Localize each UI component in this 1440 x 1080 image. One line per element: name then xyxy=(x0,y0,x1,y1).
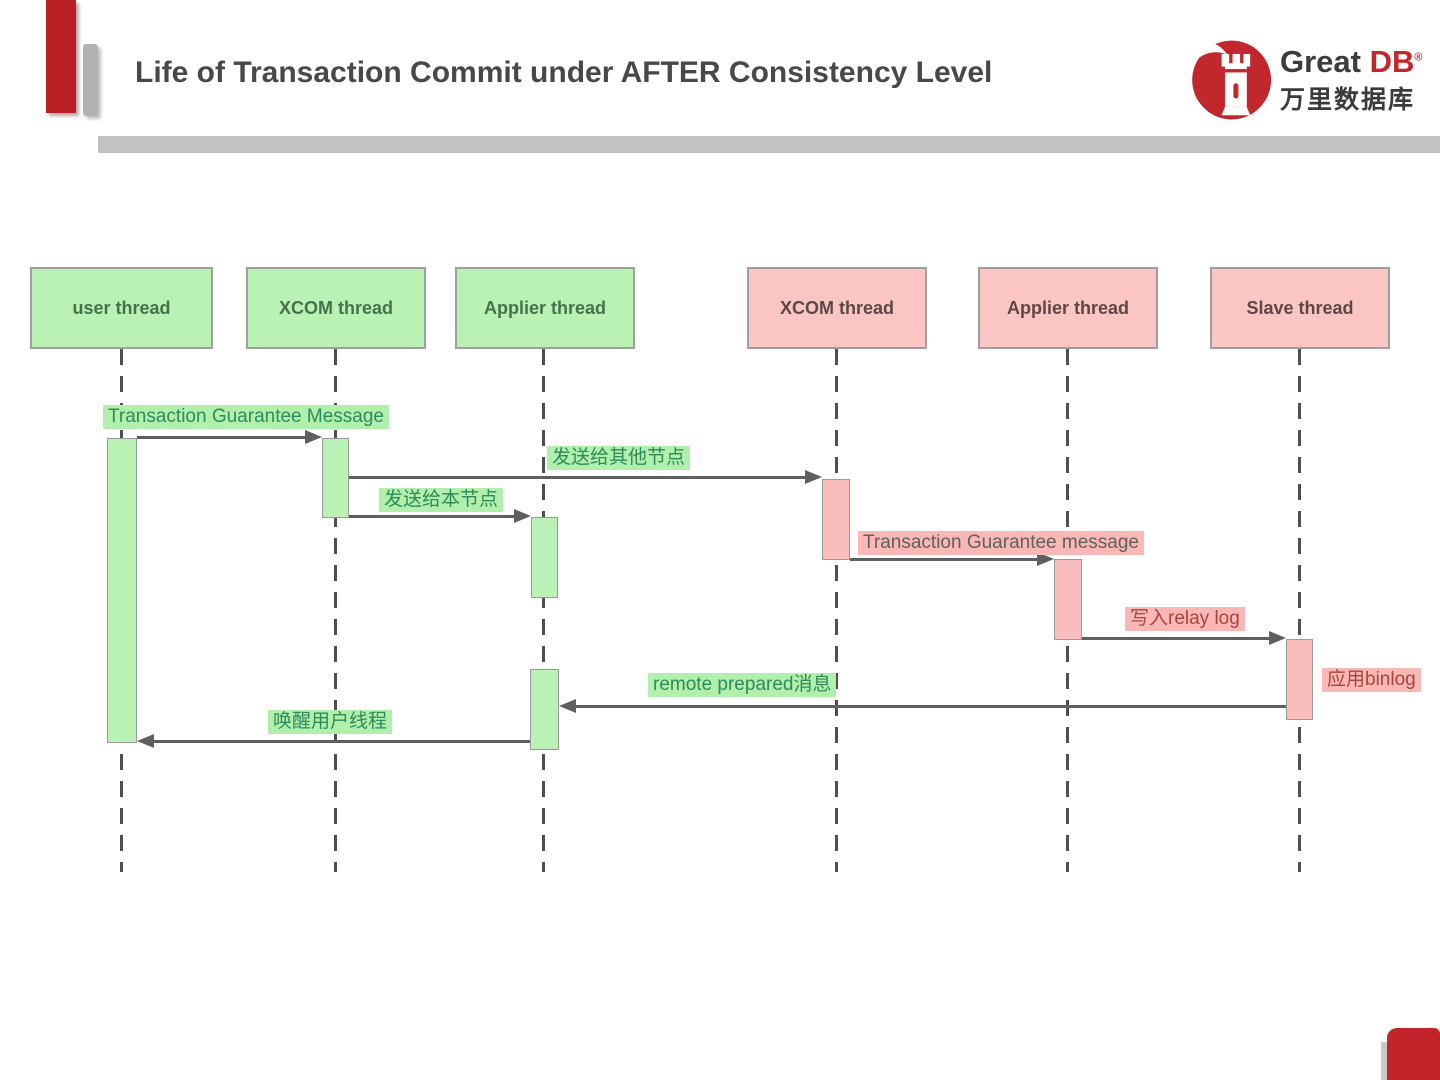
arrow-wake-user-thread xyxy=(153,740,530,743)
arrow-transaction-guarantee-message xyxy=(137,436,307,439)
arrowhead-right-icon xyxy=(805,470,822,484)
participant-slave-thread: Slave thread xyxy=(1210,267,1390,349)
participant-user-thread: user thread xyxy=(30,267,213,349)
arrowhead-right-icon xyxy=(305,430,322,444)
activation-applier-thread-local-2 xyxy=(530,669,559,750)
label-write-relay-log: 写入relay log xyxy=(1125,607,1245,631)
arrow-remote-prepared xyxy=(575,705,1286,708)
activation-xcom-thread-remote xyxy=(822,479,850,560)
participant-applier-thread-local: Applier thread xyxy=(455,267,635,349)
arrow-write-relay-log xyxy=(1082,637,1271,640)
participant-label: Applier thread xyxy=(483,297,607,318)
brand-text-cn: 万里数据库 xyxy=(1280,86,1416,114)
red-corner-tab xyxy=(1387,1028,1440,1080)
label-remote-prepared: remote prepared消息 xyxy=(648,673,837,697)
arrowhead-left-icon xyxy=(137,734,154,748)
header-red-bar xyxy=(46,0,76,113)
participant-label: XCOM thread xyxy=(278,297,393,318)
greatdb-logo-icon xyxy=(1192,40,1272,120)
arrowhead-right-icon xyxy=(1269,631,1286,645)
label-send-to-other-nodes: 发送给其他节点 xyxy=(547,446,691,470)
header-divider xyxy=(98,136,1440,153)
activation-xcom-thread-local xyxy=(322,438,349,518)
lifeline-applier-thread-local xyxy=(542,349,545,872)
greatdb-logo: Great DB® 万里数据库 xyxy=(1188,36,1423,124)
label-wake-user-thread: 唤醒用户线程 xyxy=(268,710,393,734)
corner-tab-shadow xyxy=(1381,1042,1387,1080)
activation-user-thread xyxy=(107,438,137,743)
participant-xcom-thread-remote: XCOM thread xyxy=(747,267,927,349)
participant-xcom-thread-local: XCOM thread xyxy=(246,267,426,349)
page-title: Life of Transaction Commit under AFTER C… xyxy=(135,56,993,89)
participant-label: user thread xyxy=(72,297,171,318)
activation-slave-thread xyxy=(1286,639,1313,720)
arrowhead-left-icon xyxy=(559,699,576,713)
label-transaction-guarantee-message: Transaction Guarantee Message xyxy=(103,405,390,429)
arrow-transaction-guarantee-message-remote xyxy=(850,558,1039,561)
registered-mark: ® xyxy=(1414,51,1423,64)
arrowhead-right-icon xyxy=(1037,552,1054,566)
brand-db: DB xyxy=(1369,44,1415,79)
lifeline-xcom-thread-local xyxy=(334,349,337,872)
participant-label: Applier thread xyxy=(1006,297,1130,318)
participant-label: XCOM thread xyxy=(779,297,894,318)
participant-applier-thread-remote: Applier thread xyxy=(978,267,1158,349)
brand-great: Great xyxy=(1280,44,1361,79)
label-apply-binlog: 应用binlog xyxy=(1322,668,1421,692)
arrowhead-right-icon xyxy=(514,509,531,523)
participant-label: Slave thread xyxy=(1246,297,1354,318)
label-transaction-guarantee-message-remote: Transaction Guarantee message xyxy=(858,531,1145,555)
lifeline-xcom-thread-remote xyxy=(835,349,838,872)
label-send-to-local-node: 发送给本节点 xyxy=(379,488,504,512)
arrow-send-to-other-nodes xyxy=(349,476,807,479)
header-gray-bar xyxy=(83,44,98,116)
brand-text-en: Great DB® xyxy=(1280,44,1423,80)
activation-applier-thread-local-1 xyxy=(531,517,558,598)
activation-applier-thread-remote xyxy=(1054,559,1082,640)
arrow-send-to-local-node xyxy=(349,515,516,518)
lifeline-slave-thread xyxy=(1298,349,1301,872)
